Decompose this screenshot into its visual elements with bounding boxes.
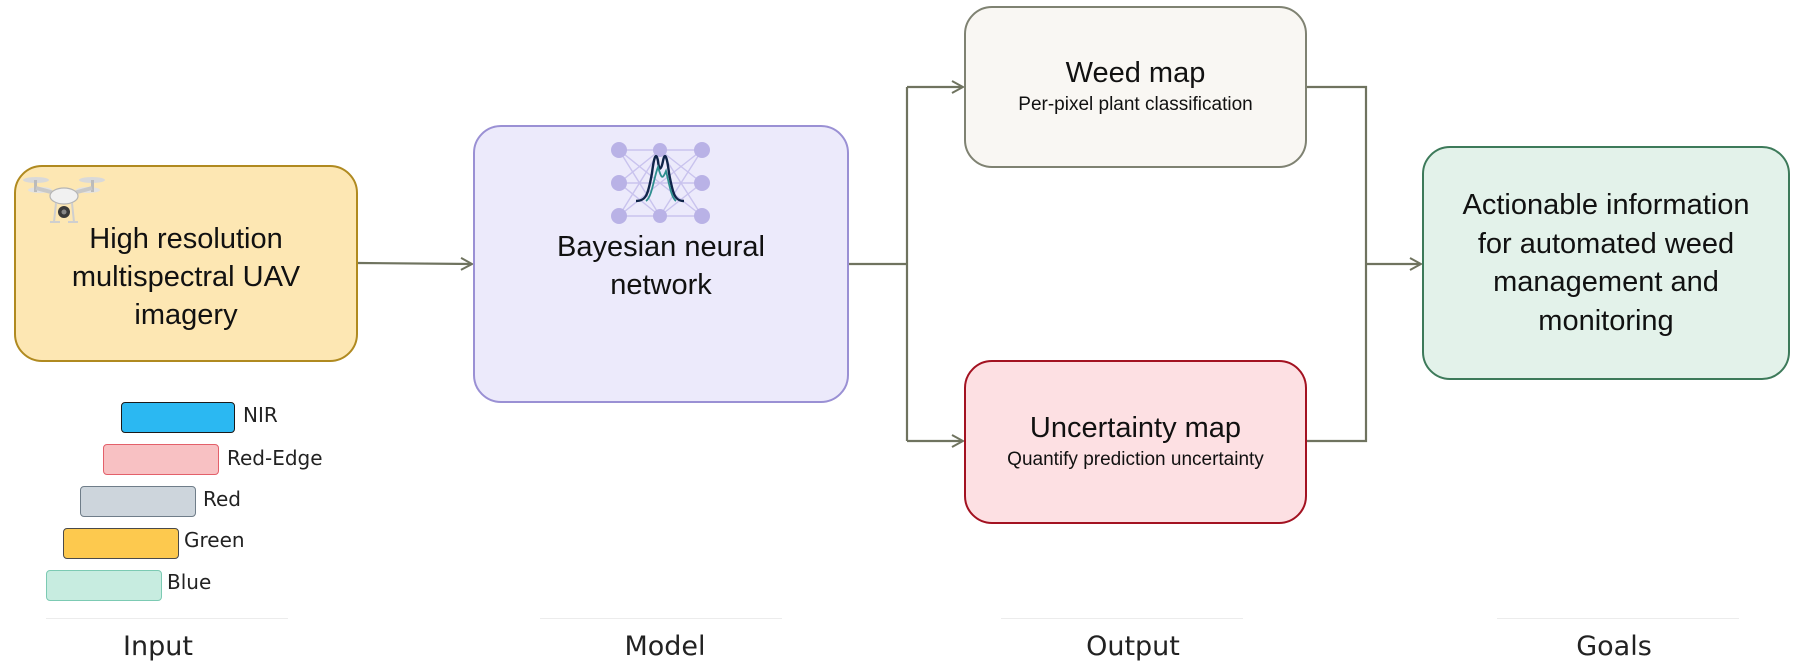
model-title: Bayesian neural network xyxy=(557,228,765,304)
uncertainty-map-title: Uncertainty map xyxy=(1029,412,1242,444)
model-title-line: network xyxy=(610,269,712,301)
band-label-red: Red xyxy=(203,487,241,511)
section-label-goals: Goals xyxy=(1576,631,1652,662)
section-divider-model xyxy=(540,618,782,619)
neural-network-icon xyxy=(611,142,710,224)
input-title-line: multispectral UAV xyxy=(71,260,301,293)
input-title: High resolution multispectral UAV imager… xyxy=(72,220,300,334)
uncertainty-map-subtitle: Quantify prediction uncertainty xyxy=(1007,449,1264,470)
input-title-line: imagery xyxy=(134,298,238,331)
input-box: High resolution multispectral UAV imager… xyxy=(14,165,358,362)
band-nir xyxy=(121,402,235,433)
drone-icon xyxy=(23,177,105,223)
band-label-green: Green xyxy=(184,528,245,552)
arrow-input-to-model xyxy=(357,263,471,264)
section-divider-input xyxy=(46,618,288,619)
input-title-line: High resolution xyxy=(89,222,283,255)
band-label-blue: Blue xyxy=(167,570,212,594)
section-label-output: Output xyxy=(1086,631,1180,662)
section-label-model: Model xyxy=(624,631,706,662)
model-title-line: Bayesian neural xyxy=(557,231,765,263)
goal-title: Actionable information for automated wee… xyxy=(1453,186,1760,340)
goal-title-line: management and xyxy=(1493,266,1719,298)
band-red-edge xyxy=(103,444,219,475)
goal-title-line: monitoring xyxy=(1538,304,1674,337)
section-divider-goals xyxy=(1497,618,1739,619)
goal-box: Actionable information for automated wee… xyxy=(1422,146,1790,380)
section-divider-output xyxy=(1001,618,1243,619)
weed-map-box: Weed map Per-pixel plant classification xyxy=(964,6,1307,168)
band-label-nir: NIR xyxy=(243,403,278,427)
band-red xyxy=(80,486,196,517)
connector-weed-out xyxy=(1307,85,1368,443)
weed-map-subtitle: Per-pixel plant classification xyxy=(1018,94,1253,115)
uncertainty-map-box: Uncertainty map Quantify prediction unce… xyxy=(964,360,1307,524)
goal-title-line: for automated weed xyxy=(1477,227,1735,260)
band-label-red-edge: Red-Edge xyxy=(227,446,323,470)
band-blue xyxy=(46,570,162,601)
model-box: Bayesian neural network xyxy=(473,125,849,403)
weed-map-title: Weed map xyxy=(1065,57,1206,89)
section-label-input: Input xyxy=(123,631,193,662)
band-green xyxy=(63,528,179,559)
goal-title-line: Actionable information xyxy=(1462,189,1750,221)
